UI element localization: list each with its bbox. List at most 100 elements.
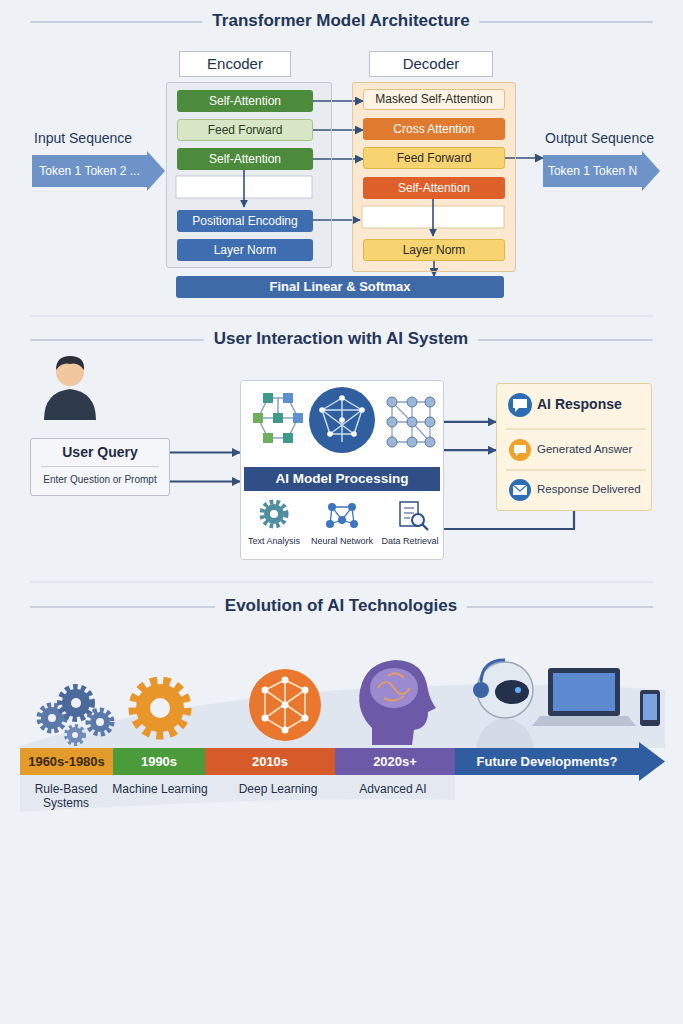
processing-illustration (327, 431, 333, 437)
connector-arrow (505, 157, 543, 159)
node-text: Input Sequence (34, 130, 132, 147)
processing-illustration (425, 437, 435, 447)
head-icon (359, 660, 436, 745)
section-rules (30, 22, 653, 607)
era-caption: Machine Learning (112, 782, 207, 796)
layer-box: Layer Norm (177, 239, 313, 261)
robot-and-devices-icon (473, 682, 489, 698)
network-icon (265, 680, 305, 730)
node-text: AI Model Processing (244, 467, 440, 491)
node-text: Final Linear & Softmax (176, 276, 504, 298)
layer-box: Feed Forward (177, 119, 313, 141)
processing-illustration (253, 413, 263, 423)
node-text: Output Sequence (545, 130, 654, 147)
layer-box: Feed Forward (363, 147, 505, 169)
node-subtext: Token 1 Token 2 ... (32, 151, 147, 191)
connector-arrow (313, 158, 363, 160)
network-icon (282, 727, 289, 734)
response-icons (509, 439, 531, 461)
output-layer-bar: Final Linear & Softmax (176, 276, 504, 298)
processing-step-icons (264, 504, 284, 524)
processing-illustration (425, 417, 435, 427)
processing-illustration (293, 413, 303, 423)
gears-icon (62, 689, 90, 717)
node-text: User Query (41, 444, 159, 467)
robot-and-devices-icon (481, 660, 505, 682)
gear-icon (133, 681, 187, 735)
node-text: Self-Attention (177, 90, 313, 112)
gears-icon (71, 698, 81, 708)
gear-icon (150, 698, 170, 718)
node-text: Self-Attention (177, 148, 313, 170)
processing-step-icons (328, 503, 336, 511)
processing-illustration (263, 433, 273, 443)
node-text: Decoder (369, 51, 493, 77)
head-icon (378, 673, 410, 700)
gear-icon (133, 681, 187, 735)
processing-illustration (263, 393, 273, 403)
robot-and-devices-icon (476, 718, 534, 748)
input-sequence-arrow: Input SequenceToken 1 Token 2 ... (32, 151, 165, 191)
processing-step-icons (270, 510, 278, 518)
node-text: Future Developments? (455, 748, 639, 775)
processing-step-icons (348, 503, 356, 511)
network-icon (249, 669, 321, 741)
layer-box: Positional Encoding (177, 210, 313, 232)
layer-box: Masked Self-Attention (363, 89, 505, 110)
panel-fill (496, 383, 652, 511)
gear-icon (136, 684, 184, 732)
arrow-shape (455, 742, 665, 781)
node-text: 2020s+ (335, 748, 455, 775)
gears-icon (96, 718, 104, 726)
connector-arrow (313, 129, 363, 131)
section-rules (30, 582, 653, 583)
processing-illustration (392, 402, 430, 442)
robot-and-devices-icon (473, 660, 660, 748)
network-icon (262, 687, 269, 694)
processing-step-icons (326, 520, 334, 528)
decoder-panel: DecoderMasked Self-AttentionCross Attent… (352, 82, 516, 272)
era-band: 2020s+ (335, 748, 455, 775)
response-icons (514, 445, 526, 456)
processing-illustration (322, 398, 362, 442)
connector-arrow (313, 100, 363, 102)
panel-fill (166, 82, 332, 268)
gears-icon (66, 726, 84, 744)
processing-step-icons (350, 520, 358, 528)
processing-step-icons (338, 516, 346, 524)
panel-fills (166, 82, 652, 560)
robot-and-devices-icon (640, 690, 660, 726)
user-icon (44, 356, 96, 420)
timeline-illustration (20, 775, 455, 812)
section-title: User Interaction with AI System (204, 329, 478, 349)
processing-illustration (387, 397, 397, 407)
gears-icon (72, 732, 78, 738)
network-icon (262, 715, 269, 722)
user-icon (44, 389, 96, 420)
robot-and-devices-icon (643, 694, 657, 720)
response-panel: AI ResponseGenerated AnswerResponse Deli… (496, 383, 652, 511)
network-icon (282, 677, 289, 684)
layer-box: Self-Attention (363, 177, 505, 199)
node-text: 1990s (113, 748, 205, 775)
output-sequence-arrow: Output SequenceToken 1 Token N (543, 151, 660, 191)
robot-and-devices-icon (553, 673, 615, 711)
gears-icon (39, 687, 112, 744)
node-subtext: Token 1 Token N (543, 151, 642, 191)
section-title: Evolution of AI Technologies (215, 596, 467, 616)
gears-icon (88, 710, 112, 734)
node-subtext: Response Delivered (537, 483, 641, 497)
response-icons (506, 393, 646, 501)
gears-icon (48, 714, 56, 722)
node-text: 1960s-1980s (20, 748, 113, 775)
era-caption: Deep Learning (239, 782, 318, 796)
processing-illustration (351, 431, 357, 437)
flow-arrow (432, 199, 434, 236)
era-band: 2010s (205, 748, 335, 775)
connector-arrow (444, 421, 496, 423)
encoder-panel: EncoderSelf-AttentionFeed ForwardSelf-At… (166, 82, 332, 268)
arrow-shape (543, 151, 660, 191)
robot-and-devices-icon (532, 716, 636, 726)
